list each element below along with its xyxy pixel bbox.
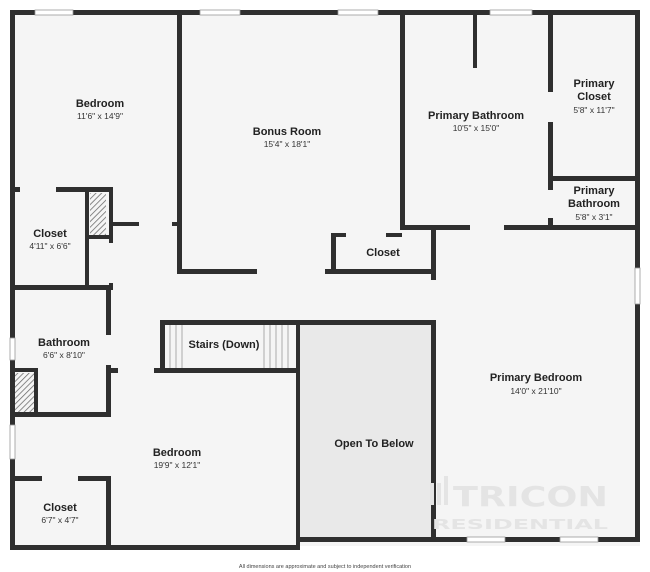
- primary-bedroom-dims: 14'0" x 21'10": [510, 386, 561, 396]
- chase-hatch-upper: [90, 193, 106, 236]
- logo-mark: [430, 483, 434, 505]
- windows: [9, 9, 641, 543]
- bedroom-2-dims: 19'9" x 12'1": [154, 460, 201, 470]
- bedroom-1-name: Bedroom: [76, 98, 125, 110]
- bedroom-1-dims: 11'6" x 14'9": [77, 111, 123, 121]
- open-to-below-name: Open To Below: [334, 438, 414, 450]
- chase-hatch-lower: [14, 373, 36, 415]
- logo-brand: TRICON: [453, 480, 608, 513]
- primary-bathroom-small-dims: 5'8" x 3'1": [575, 212, 612, 222]
- footer-disclaimer: All dimensions are approximate and subje…: [239, 564, 411, 570]
- closet-3-dims: 6'7" x 4'7": [41, 515, 78, 525]
- primary-closet-name-line1: Primary: [574, 78, 616, 90]
- primary-bathroom-name: Primary Bathroom: [428, 110, 524, 122]
- open-to-below-area: [298, 324, 434, 539]
- bathroom-dims: 6'6" x 8'10": [43, 350, 85, 360]
- logo-sub: RESIDENTIAL: [432, 518, 608, 533]
- primary-bathroom-dims: 10'5" x 15'0": [453, 123, 500, 133]
- bonus-room-dims: 15'4" x 18'1": [264, 139, 311, 149]
- closet-2-name: Closet: [366, 247, 400, 259]
- primary-bathroom-small-name-line1: Primary: [574, 185, 616, 197]
- bedroom-2-name: Bedroom: [153, 447, 202, 459]
- closet-1-name: Closet: [33, 228, 67, 240]
- stairs-icon: [169, 324, 289, 370]
- bathroom-name: Bathroom: [38, 337, 90, 349]
- closet-3-name: Closet: [43, 502, 77, 514]
- primary-bedroom-name: Primary Bedroom: [490, 372, 583, 384]
- bonus-room-name: Bonus Room: [253, 126, 322, 138]
- stairs-name: Stairs (Down): [189, 339, 260, 351]
- primary-closet-dims: 5'8" x 11'7": [573, 105, 614, 115]
- tricon-logo: TRICON RESIDENTIAL: [430, 476, 608, 533]
- primary-closet-name-line2: Closet: [577, 91, 611, 103]
- door-openings: [20, 92, 553, 481]
- closet-1-dims: 4'11" x 6'6": [29, 241, 70, 251]
- primary-bathroom-small-name-line2: Bathroom: [568, 198, 620, 210]
